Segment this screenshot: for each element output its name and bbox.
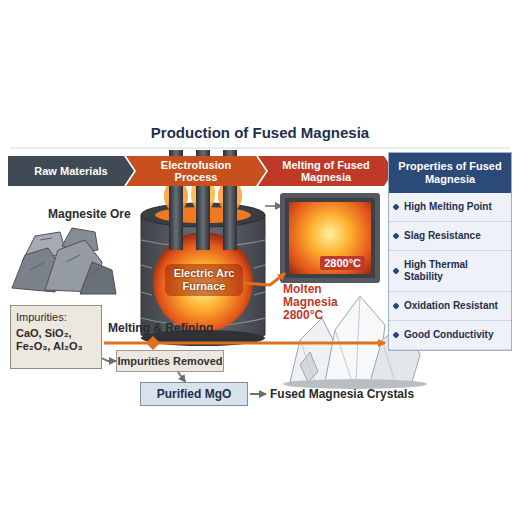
refining-arrow-part bbox=[146, 336, 160, 350]
temperature-badge: 2800°C bbox=[320, 256, 365, 270]
header-text: Raw Materials bbox=[34, 165, 107, 177]
process-box: Impurities Removed bbox=[116, 350, 224, 372]
title-rule bbox=[10, 148, 510, 149]
melting-chamber bbox=[280, 193, 380, 283]
crystal-arrow-part bbox=[250, 393, 266, 395]
header-text: Melting of Fused Magnesia bbox=[272, 159, 380, 183]
node-text: CaO, SiO₂, Fe₂O₃, Al₂O₃ bbox=[16, 327, 96, 353]
magnesite-rocks-part bbox=[80, 262, 116, 294]
node-text: Impurities: bbox=[16, 311, 96, 324]
panel-heading: Properties of Fused Magnesia bbox=[389, 153, 511, 193]
product-label: Fused Magnesia Crystals bbox=[270, 388, 430, 401]
step-label: Melting & Refining bbox=[108, 322, 228, 335]
magnesite-rocks bbox=[12, 228, 116, 294]
refining-arrow bbox=[104, 336, 385, 350]
property-item: High Melting Point bbox=[389, 193, 511, 222]
properties-panel: Properties of Fused MagnesiaHigh Melting… bbox=[388, 152, 512, 351]
stage-header: Melting of Fused Magnesia bbox=[258, 156, 394, 186]
furnace-link-part bbox=[265, 205, 282, 207]
impurities-box: Impurities: CaO, SiO₂, Fe₂O₃, Al₂O₃ bbox=[10, 305, 102, 369]
molten-chamber: 2800°C bbox=[285, 198, 375, 278]
diagram-title: Production of Fused Magnesia bbox=[0, 124, 520, 141]
magnesite-rocks-part bbox=[30, 238, 100, 275]
process-box: Purified MgO bbox=[140, 382, 248, 406]
property-item: Oxidation Resistant bbox=[389, 292, 511, 321]
header-text: Electrofusion Process bbox=[140, 159, 252, 183]
fused-crystals-part bbox=[300, 352, 318, 382]
furnace-label-box: Electric Arc Furnace bbox=[165, 264, 243, 296]
part-label: Magnesite Ore bbox=[48, 208, 138, 221]
stage-header: Raw Materials bbox=[8, 156, 134, 186]
property-item: High Thermal Stability bbox=[389, 251, 511, 292]
property-item: Good Conductivity bbox=[389, 321, 511, 350]
furnace-link bbox=[265, 206, 282, 207]
property-item: Slag Resistance bbox=[389, 222, 511, 251]
flow-connector bbox=[243, 273, 285, 285]
flow-connector bbox=[102, 358, 116, 361]
crystal-arrow bbox=[250, 394, 266, 395]
node-text: Electric Arc Furnace bbox=[167, 267, 241, 293]
state-label: Molten Magnesia 2800°C bbox=[283, 283, 367, 322]
node-text: Purified MgO bbox=[157, 387, 232, 401]
node-text: Impurities Removed bbox=[117, 355, 222, 367]
flow-connector bbox=[178, 372, 185, 382]
stage-header: Electrofusion Process bbox=[126, 156, 266, 186]
